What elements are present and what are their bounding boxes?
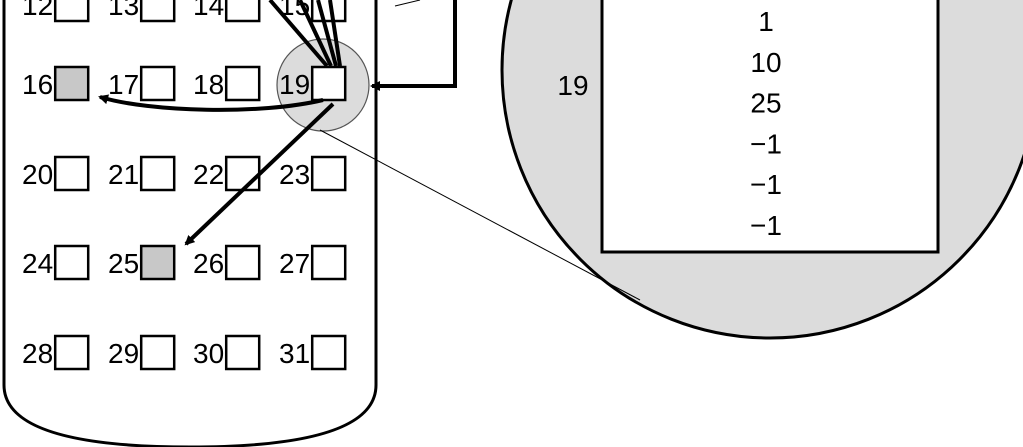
index-entry: 10 <box>750 47 781 78</box>
disk-block-27 <box>310 244 347 281</box>
index-entry: −1 <box>750 210 782 241</box>
disk-block-16 <box>53 65 90 102</box>
block-number-label: 18 <box>193 69 224 100</box>
zoom-connector-lower <box>319 129 641 301</box>
block-number-label: 30 <box>193 338 224 369</box>
disk-block-17 <box>139 65 176 102</box>
index-block-values: 1 10 25 −1 −1 −1 <box>750 6 782 241</box>
disk-block-14 <box>224 0 261 23</box>
disk-block-25 <box>139 244 176 281</box>
pointer-to-block-16 <box>98 94 324 112</box>
index-entry: −1 <box>750 169 782 200</box>
block-number-label: 24 <box>22 248 53 279</box>
disk-block-30 <box>224 334 261 371</box>
pointer-upper-3 <box>316 0 338 67</box>
block-number-label: 14 <box>193 0 224 21</box>
block-number-label: 21 <box>108 159 139 190</box>
block-number-label: 22 <box>193 159 224 190</box>
disk-block-21 <box>139 155 176 192</box>
block-number-label: 12 <box>22 0 53 21</box>
index-entry: 1 <box>758 6 774 37</box>
disk-block-18 <box>224 65 261 102</box>
disk-cylinder <box>2 0 378 447</box>
pointer-upper-4 <box>328 0 342 67</box>
block-number-label: 16 <box>22 69 53 100</box>
index-entry: −1 <box>750 128 782 159</box>
block-number-label: 28 <box>22 338 53 369</box>
zoom-index-block <box>600 0 940 254</box>
disk-block-19 <box>310 65 347 102</box>
arrow-into-block-19 <box>370 0 457 91</box>
disk-block-12 <box>53 0 90 23</box>
block-number-label: 29 <box>108 338 139 369</box>
block-number-label: 27 <box>279 248 310 279</box>
block-number-label: 17 <box>108 69 139 100</box>
block-number-label: 25 <box>108 248 139 279</box>
pointer-upper-2 <box>298 0 333 67</box>
pointer-upper-1 <box>268 0 329 68</box>
disk-block-28 <box>53 334 90 371</box>
block-number-label: 23 <box>279 159 310 190</box>
disk-block-24 <box>53 244 90 281</box>
disk-block-20 <box>53 155 90 192</box>
disk-block-23 <box>310 155 347 192</box>
block-number-label: 19 <box>279 69 310 100</box>
block-number-label: 20 <box>22 159 53 190</box>
block-number-label: 31 <box>279 338 310 369</box>
block-number-label: 13 <box>108 0 139 21</box>
index-entry: 25 <box>750 88 781 119</box>
disk-block-22 <box>224 155 261 192</box>
zoom-connector-upper <box>394 0 421 7</box>
disk-block-13 <box>139 0 176 23</box>
block-number-label: 26 <box>193 248 224 279</box>
zoom-block-label: 19 <box>557 70 588 101</box>
disk-block-26 <box>224 244 261 281</box>
disk-block-29 <box>139 334 176 371</box>
pointer-to-block-25 <box>184 102 335 246</box>
disk-block-31 <box>310 334 347 371</box>
